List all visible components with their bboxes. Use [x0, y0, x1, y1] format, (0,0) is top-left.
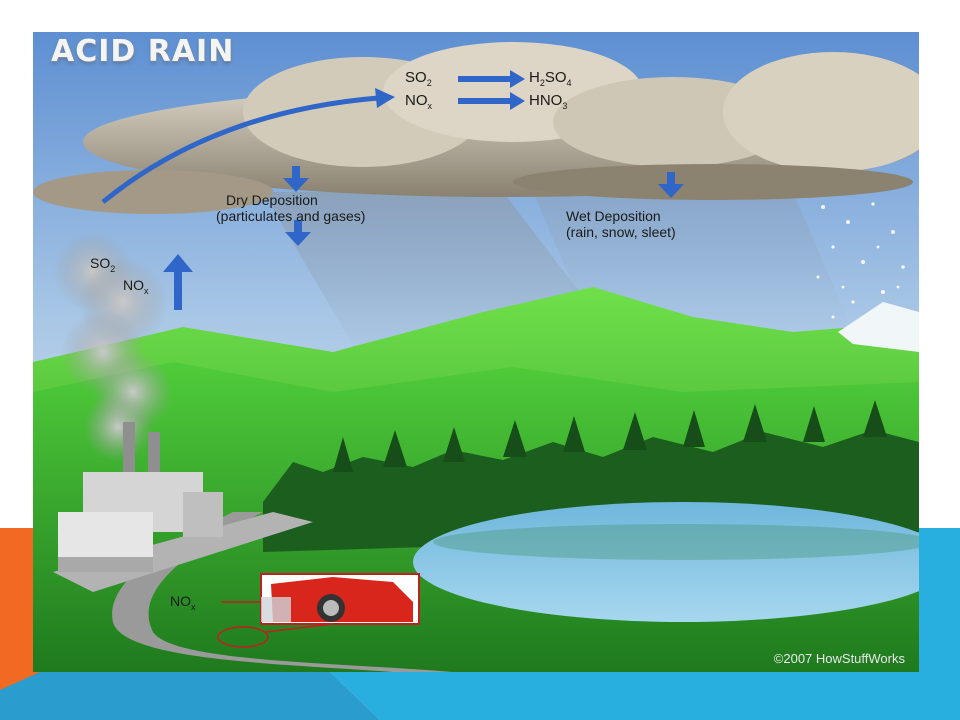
- acid-rain-illustration: ACID RAIN SO2 H2SO4 NOx HNO3 Dry Deposit…: [33, 32, 919, 672]
- lake-reflection: [433, 524, 919, 560]
- reaction-hno3-label: HNO3: [529, 92, 567, 111]
- illustration-scene: [33, 32, 919, 672]
- car-nox-text: NO: [170, 593, 191, 609]
- nox-text: NO: [405, 92, 428, 109]
- reaction-arrow-nox: [458, 92, 525, 110]
- transport-arc-arrow: [101, 95, 379, 204]
- factory: [58, 422, 223, 572]
- car-nox-label: NOx: [170, 593, 196, 612]
- diagram-title: ACID RAIN: [51, 34, 235, 69]
- so2-sub: 2: [426, 78, 432, 88]
- lake: [413, 502, 919, 622]
- so-sub: 4: [566, 78, 572, 88]
- storm-cloud: [33, 42, 919, 214]
- wet-deposition-arrow: [658, 172, 684, 198]
- emission-up-arrow: [163, 254, 193, 310]
- transport-arc-arrowhead: [375, 88, 395, 108]
- reaction-h2so4-label: H2SO4: [529, 69, 572, 88]
- emission-so2-label: SO2: [90, 255, 115, 274]
- smokestack-plume: [53, 232, 173, 462]
- dry-deposition-title: Dry Deposition: [226, 192, 318, 208]
- copyright-notice: ©2007 HowStuffWorks: [773, 651, 905, 666]
- dry-deposition-subtitle: (particulates and gases): [216, 208, 366, 224]
- hno-text: HNO: [529, 92, 563, 109]
- emission-so2-sub: 2: [110, 263, 116, 274]
- snowy-peak: [838, 302, 919, 352]
- tree-tops: [333, 400, 887, 472]
- dry-deposition-arrow-upper: [283, 166, 309, 192]
- wet-deposition-title: Wet Deposition: [566, 208, 661, 224]
- dry-deposition-label: Dry Deposition (particulates and gases): [216, 192, 365, 224]
- blue-accent-shade: [0, 672, 380, 720]
- emission-nox-sub: x: [144, 285, 149, 296]
- car-nox-sub: x: [191, 601, 196, 612]
- hno-sub: 3: [562, 101, 568, 111]
- so-text: SO: [544, 69, 567, 86]
- wet-deposition-subtitle: (rain, snow, sleet): [566, 224, 676, 240]
- emission-so2-text: SO: [90, 255, 111, 271]
- reaction-nox-label: NOx: [405, 92, 432, 111]
- nox-sub: x: [427, 101, 433, 111]
- h-text: H: [529, 69, 540, 86]
- wet-deposition-label: Wet Deposition (rain, snow, sleet): [566, 208, 676, 240]
- emission-nox-text: NO: [123, 277, 144, 293]
- emission-nox-label: NOx: [123, 277, 149, 296]
- car-callout: [217, 573, 420, 648]
- h-sub: 2: [539, 78, 545, 88]
- reaction-arrow-so2: [458, 70, 525, 88]
- dry-deposition-arrow-lower: [285, 220, 311, 246]
- reaction-so2-label: SO2: [405, 69, 432, 88]
- so2-text: SO: [405, 69, 427, 86]
